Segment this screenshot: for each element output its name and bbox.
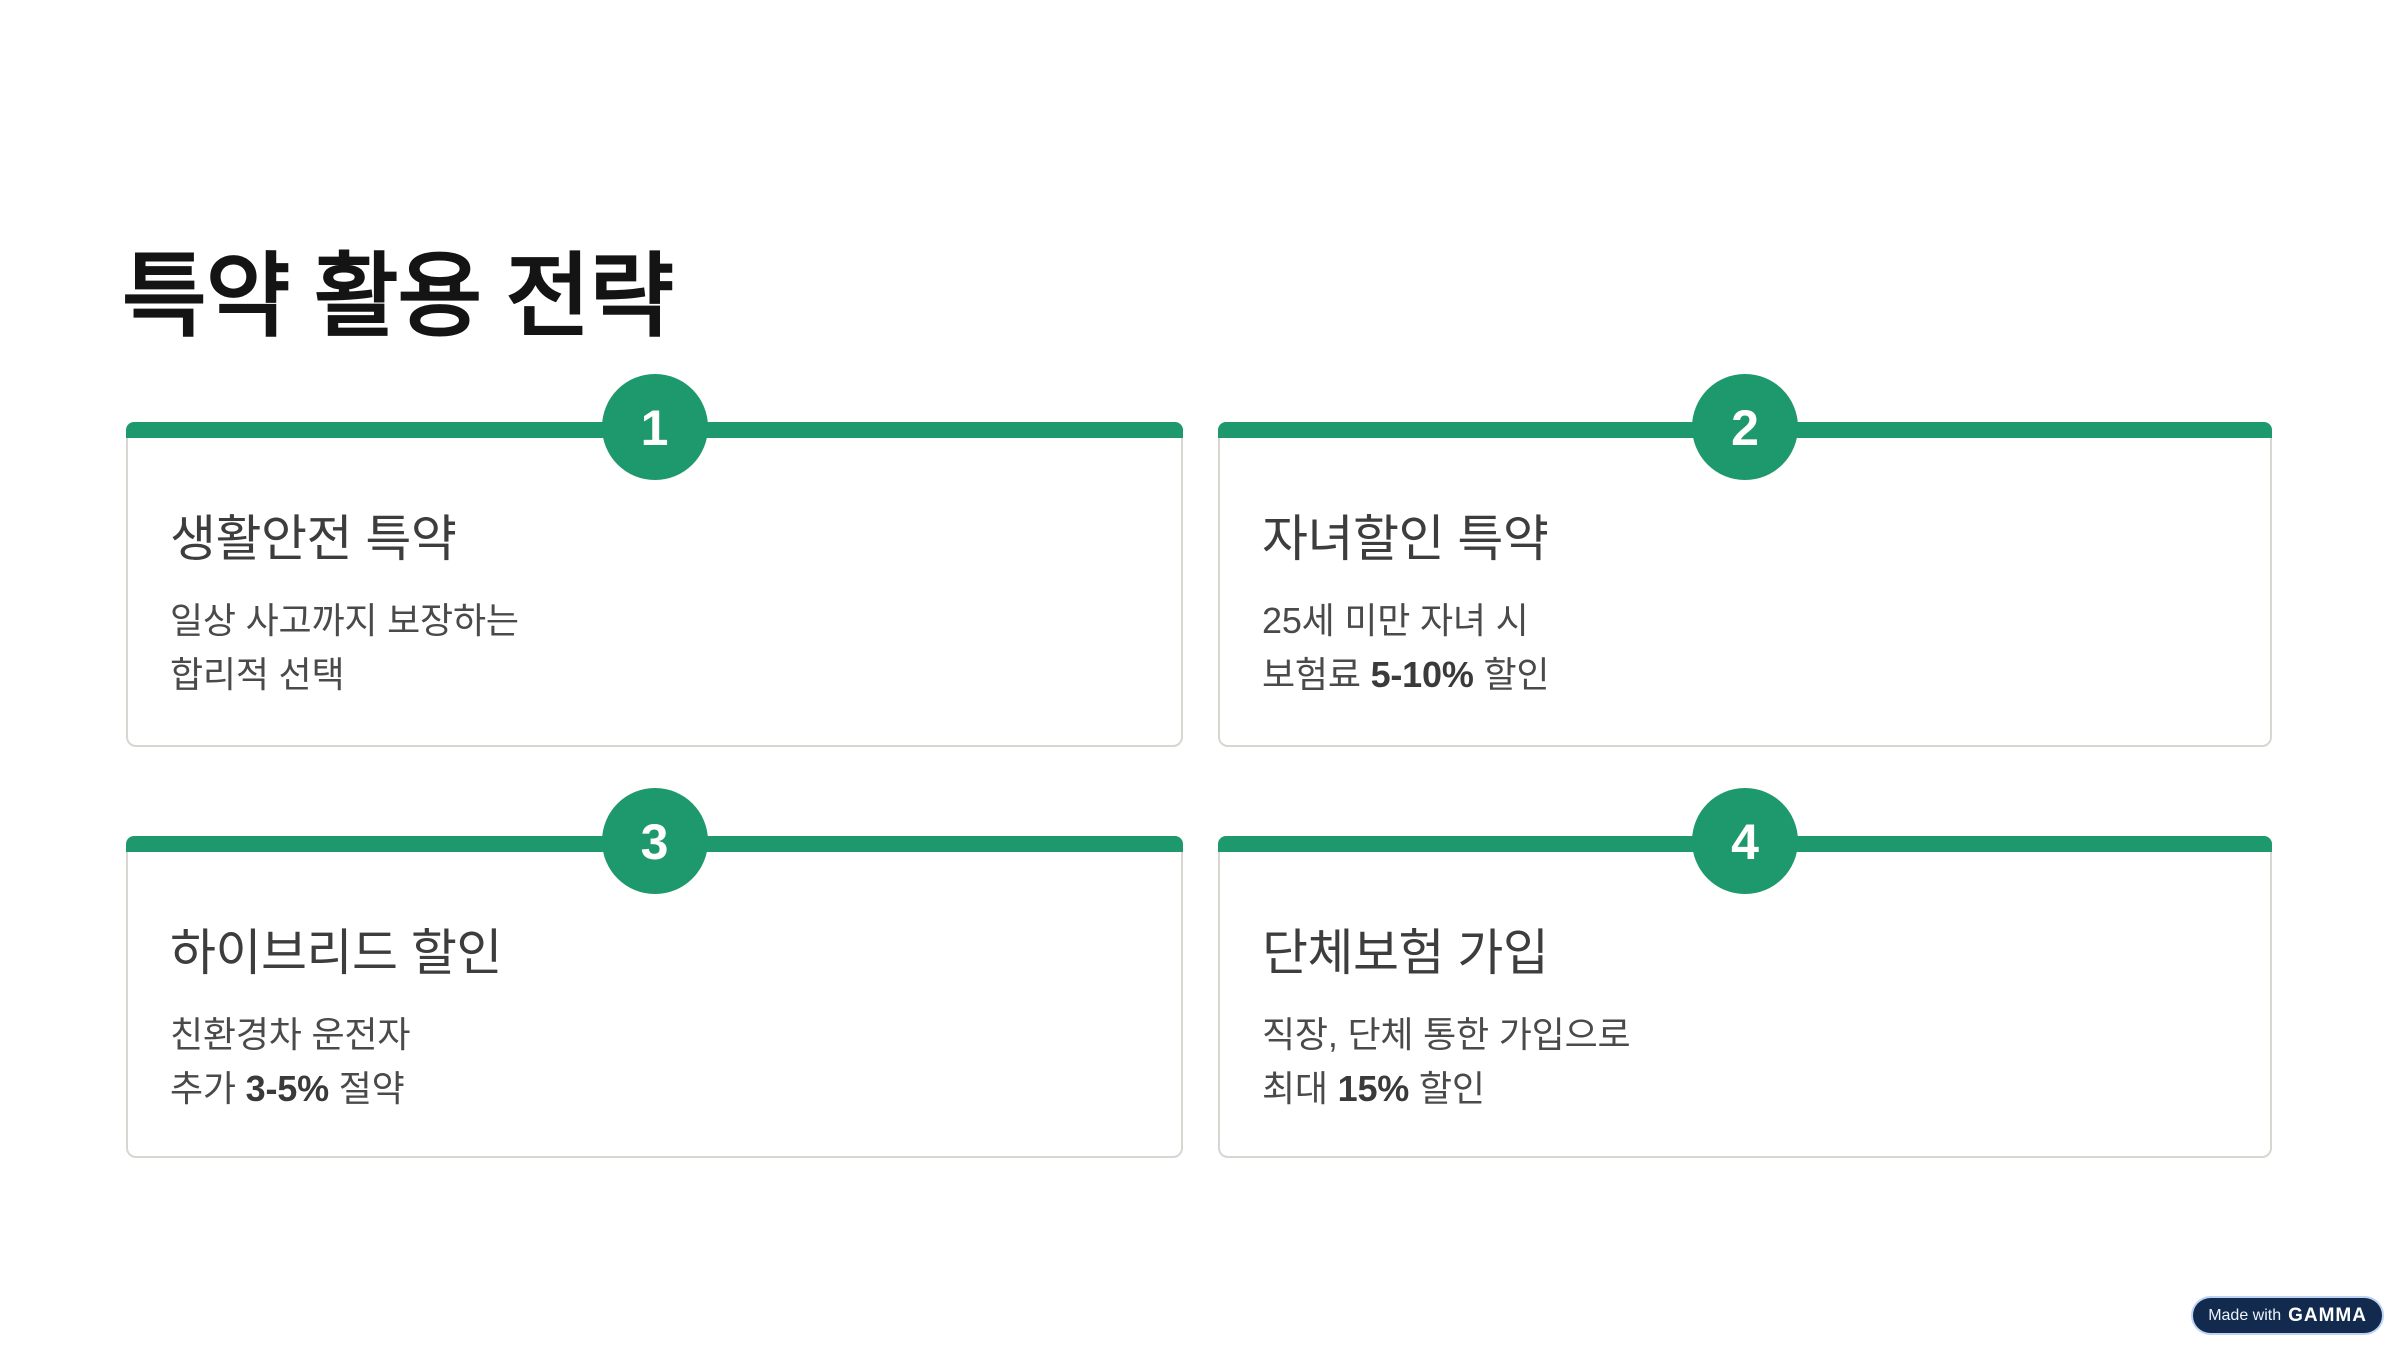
card-body-line: 25세 미만 자녀 시	[1262, 600, 1529, 641]
card-body-line: 최대 15% 할인	[1262, 1068, 1485, 1109]
step-number-badge: 4	[1692, 788, 1798, 894]
step-number-badge: 2	[1692, 374, 1798, 480]
badge-made-with-label: Made with	[2208, 1306, 2282, 1324]
card-body-line: 일상 사고까지 보장하는	[170, 600, 519, 641]
card-body-line: 추가 3-5% 절약	[170, 1068, 405, 1109]
step-number: 4	[1731, 814, 1759, 870]
card-title: 하이브리드 할인	[170, 925, 502, 981]
step-number: 2	[1731, 400, 1759, 456]
step-number-badge: 1	[601, 374, 708, 480]
step-number: 3	[640, 814, 669, 870]
card-body-line: 합리적 선택	[170, 654, 345, 695]
card-body-line: 직장, 단체 통한 가입으로	[1262, 1014, 1631, 1055]
card-body-line: 친환경차 운전자	[170, 1014, 411, 1055]
step-number-badge: 3	[601, 788, 708, 894]
card-body-line: 보험료 5-10% 할인	[1262, 654, 1550, 695]
card-title: 자녀할인 특약	[1262, 511, 1549, 567]
made-with-gamma-badge[interactable]: Made with GAMMA	[2193, 1298, 2382, 1333]
step-number: 1	[640, 400, 669, 456]
card-title: 생활안전 특약	[170, 511, 457, 567]
page-title: 특약 활용 전략	[122, 245, 674, 348]
gamma-logo: GAMMA	[2288, 1305, 2367, 1326]
card-title: 단체보험 가입	[1262, 925, 1549, 981]
